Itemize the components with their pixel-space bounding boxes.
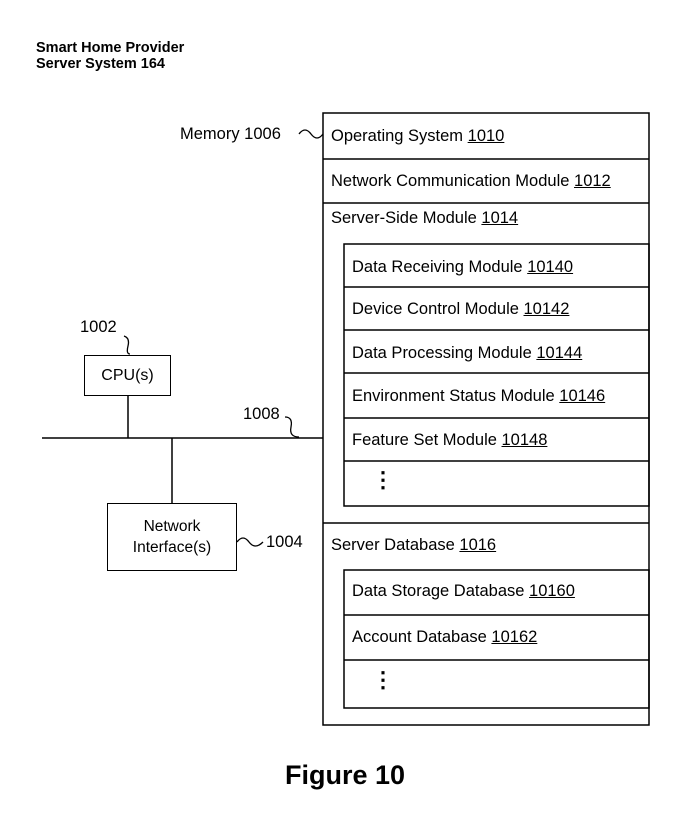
module-row: Feature Set Module 10148: [352, 431, 547, 450]
cpu-label: CPU(s): [101, 366, 154, 384]
title-line-2: Server System 164: [36, 56, 165, 72]
nif-line-2: Interface(s): [132, 539, 212, 556]
module-text: Feature Set Module: [352, 431, 502, 449]
network-comm-row: Network Communication Module 1012: [331, 172, 611, 191]
network-interface-box: Network Interface(s): [107, 503, 237, 571]
module-text: Data Receiving Module: [352, 258, 528, 276]
server-db-ref: 1016: [459, 536, 497, 554]
cpu-box: CPU(s): [84, 355, 171, 396]
memory-label: Memory 1006: [180, 125, 281, 143]
server-side-ref: 1014: [481, 209, 519, 227]
module-ref: 10146: [559, 387, 606, 405]
os-ref: 1010: [467, 127, 505, 145]
server-db-row: Server Database 1016: [331, 536, 496, 555]
memory-leader: [298, 129, 324, 139]
module-text: Data Processing Module: [352, 344, 537, 362]
db-text: Data Storage Database: [352, 582, 530, 600]
server-side-box: [343, 243, 650, 507]
module-ref: 10148: [501, 431, 548, 449]
module-ref: 10140: [527, 258, 574, 276]
network-comm-ref: 1012: [574, 172, 611, 190]
cpu-ref: 1002: [80, 318, 117, 336]
cpu-leader: [123, 335, 131, 355]
ellipsis-icon: ⋮: [372, 667, 394, 692]
module-row: Environment Status Module 10146: [352, 387, 605, 406]
server-db-box: [343, 569, 650, 709]
module-row: Data Receiving Module 10140: [352, 258, 573, 277]
server-db-text: Server Database: [331, 536, 460, 554]
module-text: Environment Status Module: [352, 387, 560, 405]
bus-ref: 1008: [243, 405, 280, 423]
diagram-title: Smart Home Provider Server System 164: [36, 40, 184, 72]
server-side-row: Server-Side Module 1014: [331, 209, 518, 228]
nif-leader: [236, 537, 264, 547]
nif-line-1: Network: [143, 518, 201, 535]
network-comm-text: Network Communication Module: [331, 172, 575, 190]
module-ref: 10142: [523, 300, 570, 318]
bus-leader: [284, 416, 300, 438]
db-row: Data Storage Database 10160: [352, 582, 575, 601]
db-ref: 10162: [491, 628, 538, 646]
module-row: Data Processing Module 10144: [352, 344, 582, 363]
os-row: Operating System 1010: [331, 127, 504, 146]
os-text: Operating System: [331, 127, 468, 145]
server-side-text: Server-Side Module: [331, 209, 482, 227]
db-ref: 10160: [529, 582, 575, 600]
module-row: Device Control Module 10142: [352, 300, 569, 319]
db-text: Account Database: [352, 628, 492, 646]
module-text: Device Control Module: [352, 300, 524, 318]
nif-ref: 1004: [266, 533, 303, 551]
figure-caption: Figure 10: [284, 760, 406, 790]
title-line-1: Smart Home Provider: [36, 40, 185, 56]
ellipsis-icon: ⋮: [372, 467, 394, 492]
module-ref: 10144: [536, 344, 583, 362]
db-row: Account Database 10162: [352, 628, 537, 647]
